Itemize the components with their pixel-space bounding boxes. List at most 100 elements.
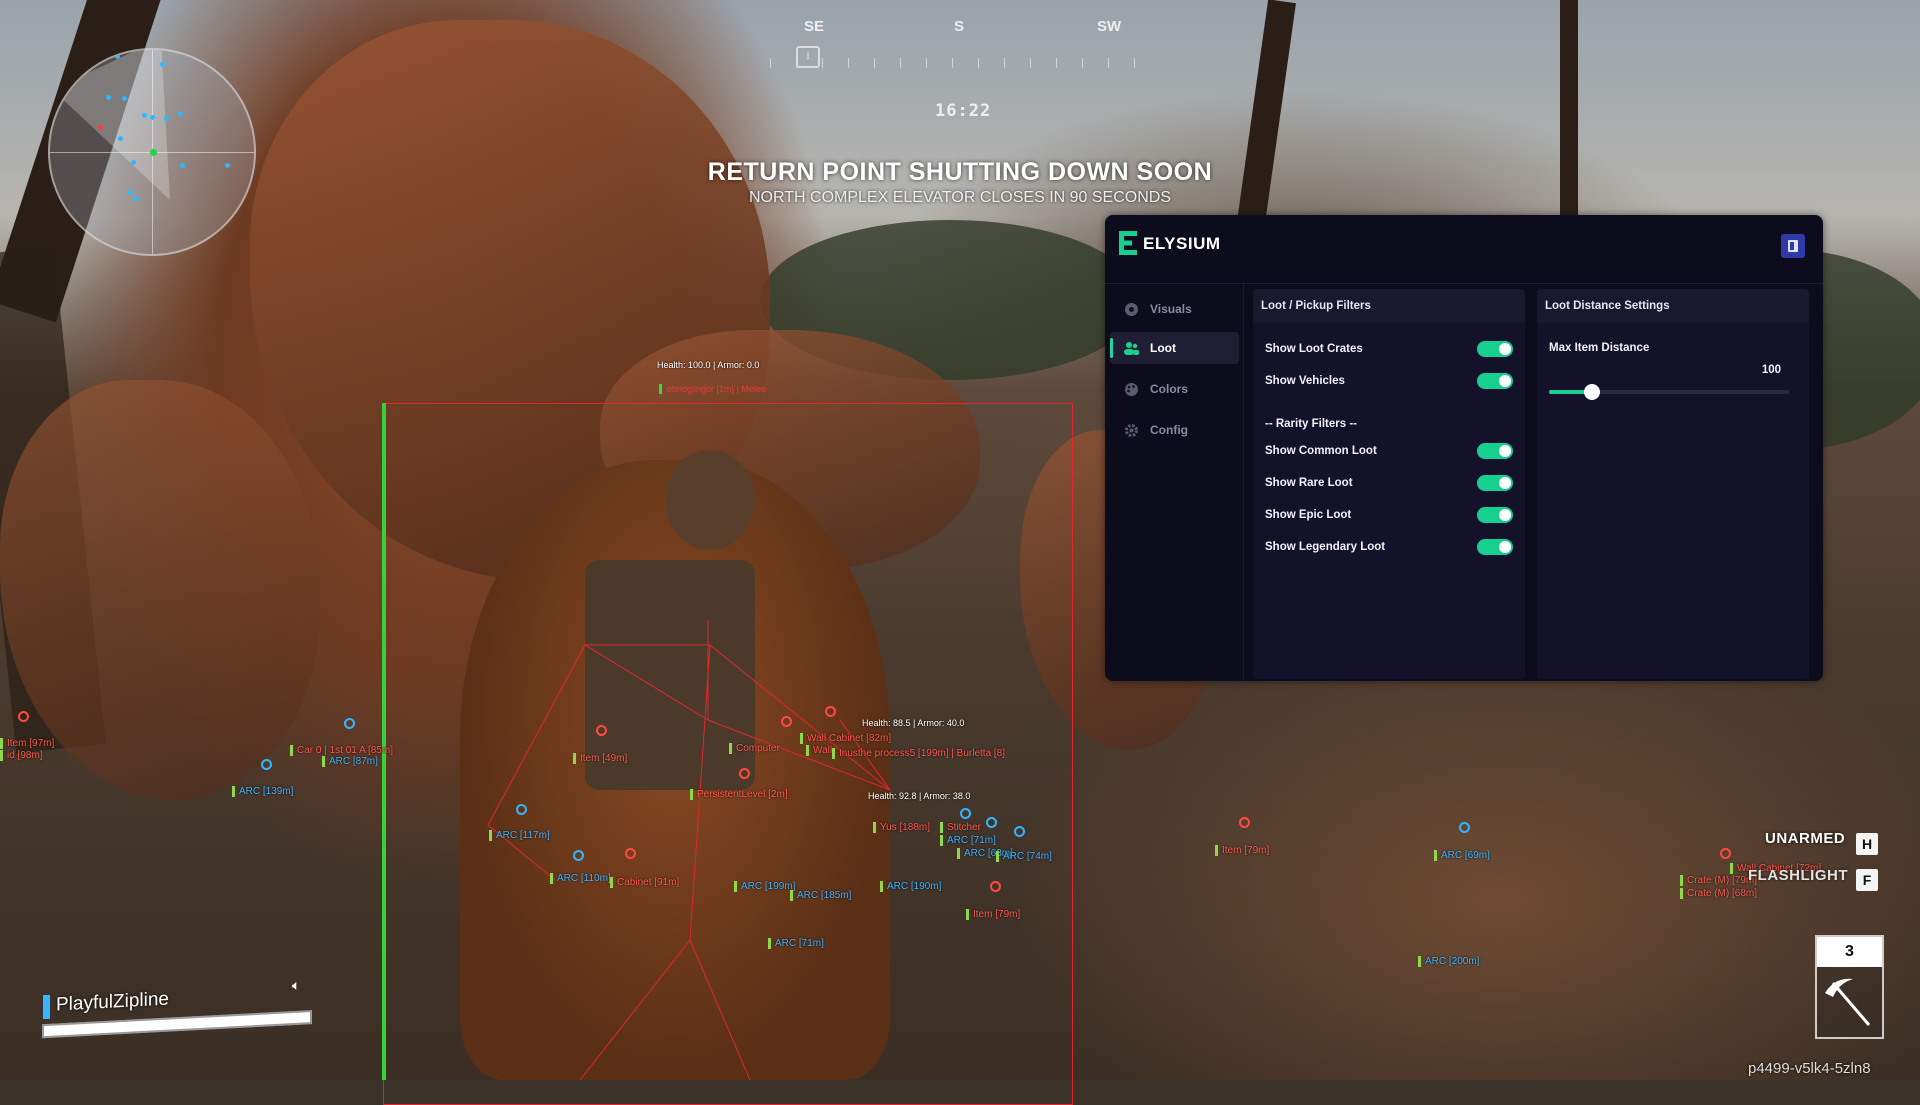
hotkey-h[interactable]: H — [1856, 833, 1878, 855]
esp-loot-label: Item [79m] — [966, 909, 1020, 920]
slider-handle[interactable] — [1584, 384, 1601, 400]
minimap-blip — [131, 160, 136, 165]
nav-label: Visuals — [1150, 302, 1192, 316]
esp-loot-label: Wall Cabinet [82m] — [800, 733, 891, 744]
esp-loot-label: id [98m] — [0, 750, 43, 761]
esp-loot-label: Computer — [729, 743, 780, 754]
slider-value: 100 — [1761, 364, 1781, 376]
nav-colors[interactable]: Colors — [1110, 373, 1239, 405]
row-show-common: Show Common Loot — [1265, 441, 1513, 461]
alert-title: RETURN POINT SHUTTING DOWN SOON — [707, 158, 1213, 186]
minimap-blip — [98, 125, 103, 130]
minimap-blip — [142, 113, 147, 118]
build-id: p4499-v5lk4-5zln8 — [1748, 1060, 1871, 1077]
esp-loot-label: Crate (M) [68m] — [1680, 888, 1757, 899]
row-show-legendary: Show Legendary Loot — [1265, 537, 1513, 557]
toggle-label: Show Loot Crates — [1265, 343, 1363, 355]
game-clock: 16:22 — [935, 101, 992, 121]
minimap-blip — [118, 136, 123, 141]
logo-icon — [1119, 231, 1137, 255]
minimap-blip — [164, 116, 169, 121]
loot-filters-card: Loot / Pickup Filters Show Loot Crates S… — [1253, 289, 1525, 679]
card-title-text: Loot Distance Settings — [1545, 300, 1670, 312]
esp-info: Health: 92.8 | Armor: 38.0 — [868, 791, 971, 801]
eye-icon — [1125, 303, 1138, 316]
esp-loot-label: Inusthe process5 [199m] | Burletta [8] — [832, 748, 1005, 759]
minimap-blip — [115, 54, 120, 59]
card-title: Loot / Pickup Filters — [1253, 289, 1525, 323]
menu-sidebar: Visuals Loot Colors Config — [1105, 284, 1244, 681]
esp-loot-marker — [1720, 848, 1731, 859]
esp-loot-label: ARC [71m] — [940, 835, 996, 846]
esp-loot-label: ARC [74m] — [996, 851, 1052, 862]
compass-sw: SW — [1097, 18, 1122, 35]
esp-loot-label: ARC [110m] — [550, 873, 611, 884]
nav-config[interactable]: Config — [1110, 414, 1239, 446]
toggle-show-loot-crates[interactable] — [1477, 341, 1513, 357]
max-item-distance-slider[interactable] — [1549, 384, 1789, 400]
menu-header: ELYSIUM — [1105, 215, 1823, 284]
toggle-show-vehicles[interactable] — [1477, 373, 1513, 389]
esp-skeleton — [487, 620, 892, 1080]
esp-player-name: obnoglingor [1m] | Melee — [659, 384, 766, 394]
skeleton-bone — [579, 644, 711, 1080]
esp-loot-label: Stitcher — [940, 822, 981, 833]
rock — [0, 380, 320, 800]
esp-loot-label: Car 0 | 1st 01 A [85m] — [290, 745, 393, 756]
minimap — [48, 48, 256, 256]
esp-loot-marker — [573, 850, 584, 861]
esp-loot-label: Wall — [806, 745, 832, 756]
nav-visuals[interactable]: Visuals — [1110, 293, 1239, 325]
esp-loot-label: ARC [190m] — [880, 881, 941, 892]
row-show-epic: Show Epic Loot — [1265, 505, 1513, 525]
toggle-show-common[interactable] — [1477, 443, 1513, 459]
esp-loot-label: ARC [71m] — [768, 938, 824, 949]
slider-fill — [1549, 390, 1593, 394]
esp-health-bar — [382, 403, 386, 1080]
esp-loot-marker — [739, 768, 750, 779]
toggle-show-rare[interactable] — [1477, 475, 1513, 491]
minimap-blip — [105, 55, 110, 60]
esp-info: Health: 100.0 | Armor: 0.0 — [657, 360, 760, 370]
nav-label: Loot — [1150, 341, 1176, 355]
esp-loot-marker — [960, 808, 971, 819]
row-show-vehicles: Show Vehicles — [1265, 371, 1513, 391]
minimap-blip — [225, 163, 230, 168]
weapon-hint-label: UNARMED — [1765, 830, 1846, 847]
toggle-show-epic[interactable] — [1477, 507, 1513, 523]
minimap-blip — [150, 115, 155, 120]
toggle-show-legendary[interactable] — [1477, 539, 1513, 555]
toggle-label: Show Common Loot — [1265, 445, 1377, 457]
esp-loot-label: ARC [199m] — [734, 881, 795, 892]
skeleton-bone — [585, 644, 891, 791]
collapse-panel-button[interactable] — [1781, 234, 1805, 258]
gear-icon — [1125, 424, 1138, 437]
esp-loot-marker — [344, 718, 355, 729]
player-head — [665, 450, 755, 550]
toggle-label: Show Vehicles — [1265, 375, 1345, 387]
minimap-blip — [106, 95, 111, 100]
minimap-blip — [178, 111, 183, 116]
esp-loot-label: Cabinet [91m] — [610, 877, 679, 888]
minimap-blip — [150, 149, 157, 156]
active-indicator — [1110, 338, 1113, 358]
nav-loot[interactable]: Loot — [1110, 332, 1239, 364]
esp-info: Health: 88.5 | Armor: 40.0 — [862, 718, 965, 728]
alert-subtitle: NORTH COMPLEX ELEVATOR CLOSES IN 90 SECO… — [748, 189, 1172, 206]
weapon-hint-label: FLASHLIGHT — [1748, 867, 1848, 884]
equipment-slot[interactable]: 3 — [1815, 935, 1884, 1039]
card-title-text: Loot / Pickup Filters — [1261, 300, 1371, 312]
esp-loot-label: Crate (M) [79m] — [1680, 875, 1757, 886]
hotkey-f[interactable]: F — [1856, 869, 1878, 891]
rarity-header: -- Rarity Filters -- — [1265, 418, 1358, 430]
esp-loot-label: Wall Cabinet [72m] — [1730, 863, 1821, 874]
card-title: Loot Distance Settings — [1537, 289, 1809, 323]
esp-loot-marker — [1239, 817, 1250, 828]
compass-ticks — [770, 58, 1150, 68]
team-flag — [43, 994, 50, 1020]
esp-loot-label: ARC [69m] — [1434, 850, 1490, 861]
compass: SE S SW ⭳ — [770, 10, 1150, 70]
menu-panel: ELYSIUM Visuals Loot Colors Config Loot … — [1105, 215, 1823, 681]
row-show-rare: Show Rare Loot — [1265, 473, 1513, 493]
minimap-blip — [134, 196, 139, 201]
